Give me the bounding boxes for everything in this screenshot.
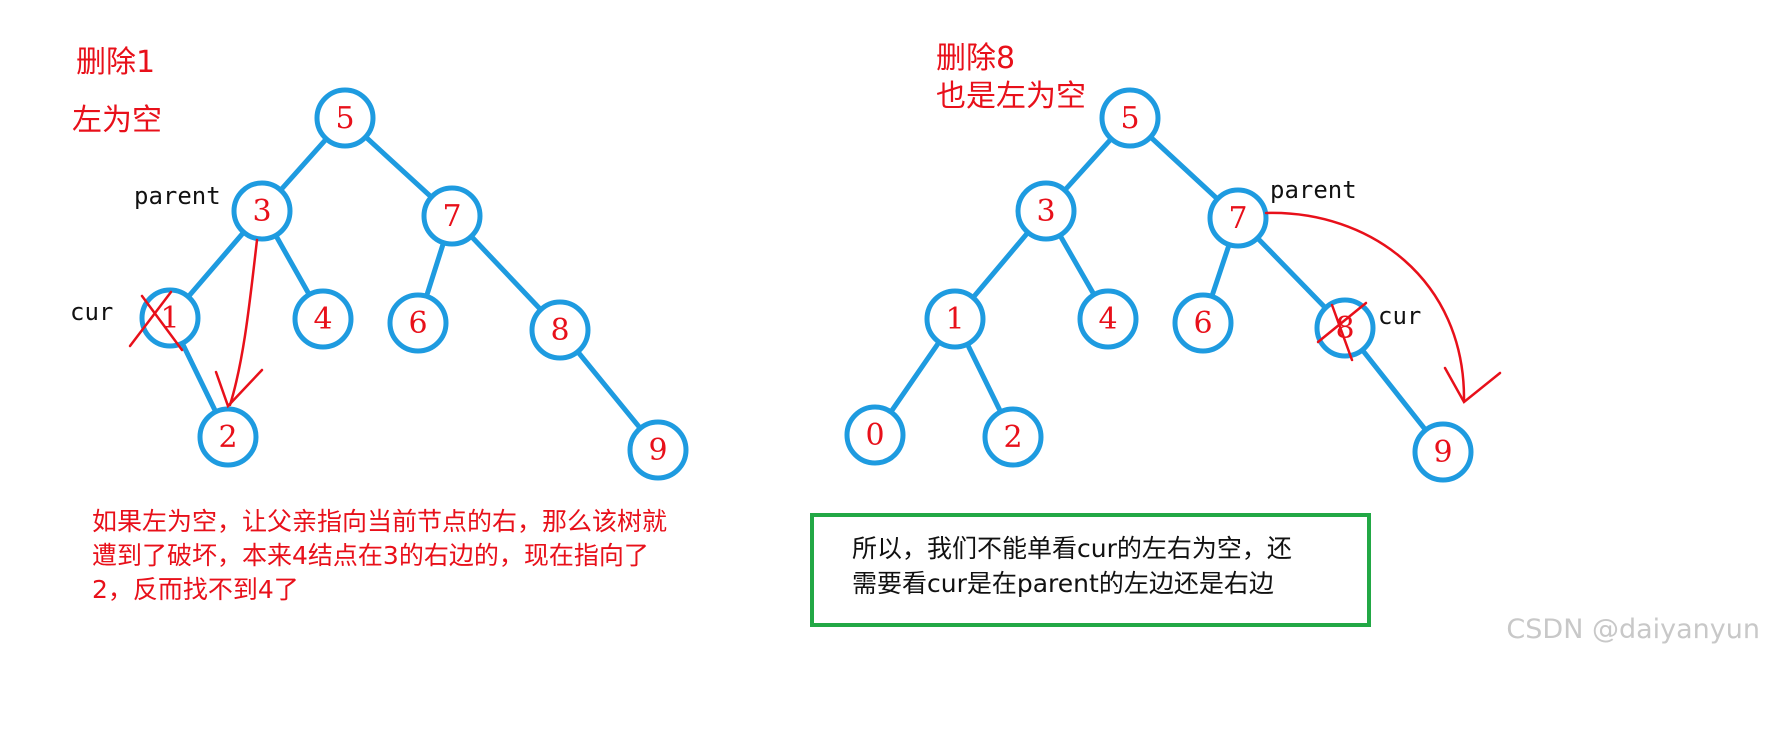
left-note-line-1: 如果左为空，让父亲指向当前节点的右，那么该树就	[92, 507, 667, 536]
watermark: CSDN @daiyanyun	[1506, 614, 1760, 645]
node-label-1: 1	[160, 301, 179, 336]
cross-mark-node-1	[128, 290, 184, 352]
tree-node-6: 6	[387, 292, 449, 354]
node-label-1: 1	[945, 302, 964, 337]
conclusion-box	[810, 513, 1371, 627]
tree-node-4: 4	[1077, 288, 1139, 350]
right-subtitle: 也是左为空	[936, 79, 1086, 114]
tree-node-7: 7	[421, 185, 483, 247]
node-label-3: 3	[1036, 194, 1055, 229]
node-label-5: 5	[335, 101, 354, 136]
right-title: 删除8	[936, 41, 1015, 76]
left-tree-edges	[167, 115, 661, 453]
right-note-line-2: 需要看cur是在parent的左边还是右边	[852, 569, 1274, 598]
parent-label: parent	[1270, 176, 1357, 204]
left-subtitle: 左为空	[72, 103, 162, 138]
node-label-9: 9	[648, 433, 667, 468]
node-label-2: 2	[1003, 420, 1022, 455]
cur-label: cur	[70, 298, 113, 326]
node-label-6: 6	[408, 306, 427, 341]
left-note-line-3: 2，反而找不到4了	[92, 575, 299, 604]
node-label-6: 6	[1193, 306, 1212, 341]
redirect-arrow-3-to-2	[214, 238, 264, 409]
node-label-0: 0	[865, 418, 884, 453]
node-label-8: 8	[1335, 311, 1354, 346]
tree-node-3: 3	[231, 180, 293, 242]
left-title: 删除1	[76, 45, 155, 80]
left-note-line-2: 遭到了破坏，本来4结点在3的右边的，现在指向了	[92, 541, 649, 570]
tree-node-4: 4	[292, 288, 354, 350]
redirect-arrow-7-to-9	[1264, 211, 1502, 404]
right-panel: 删除8 也是左为空 5 3 7	[810, 41, 1502, 627]
tree-node-7: 7	[1207, 187, 1269, 249]
node-label-5: 5	[1120, 101, 1139, 136]
left-panel: 删除1 左为空 5 3 7	[70, 45, 689, 604]
tree-node-8: 8	[529, 299, 591, 361]
node-label-7: 7	[1228, 201, 1247, 236]
tree-node-0: 0	[844, 404, 906, 466]
tree-node-3: 3	[1015, 180, 1077, 242]
left-tree-nodes: 5 3 7 1 4 6 8	[139, 87, 689, 481]
node-label-4: 4	[313, 302, 332, 337]
node-label-8: 8	[550, 313, 569, 348]
left-note: 如果左为空，让父亲指向当前节点的右，那么该树就 遭到了破坏，本来4结点在3的右边…	[92, 507, 667, 604]
node-label-7: 7	[442, 199, 461, 234]
node-label-3: 3	[252, 194, 271, 229]
tree-node-2: 2	[982, 406, 1044, 468]
right-tree-nodes: 5 3 7 1 4 6 8	[844, 87, 1474, 483]
cross-mark-node-8	[1316, 301, 1368, 362]
cur-label: cur	[1378, 302, 1421, 330]
node-label-9: 9	[1433, 435, 1452, 470]
tree-node-8: 8	[1314, 297, 1376, 359]
node-label-2: 2	[218, 420, 237, 455]
node-label-4: 4	[1098, 302, 1117, 337]
tree-node-1: 1	[924, 288, 986, 350]
right-note-line-1: 所以，我们不能单看cur的左右为空，还	[852, 534, 1292, 563]
tree-node-2: 2	[197, 406, 259, 468]
tree-node-9: 9	[1412, 421, 1474, 483]
tree-node-6: 6	[1172, 292, 1234, 354]
tree-node-9: 9	[627, 419, 689, 481]
right-note: 所以，我们不能单看cur的左右为空，还 需要看cur是在parent的左边还是右…	[852, 534, 1292, 598]
tree-node-5: 5	[1099, 87, 1161, 149]
tree-node-5: 5	[314, 87, 376, 149]
parent-label: parent	[134, 182, 221, 210]
right-tree-edges	[872, 115, 1446, 455]
